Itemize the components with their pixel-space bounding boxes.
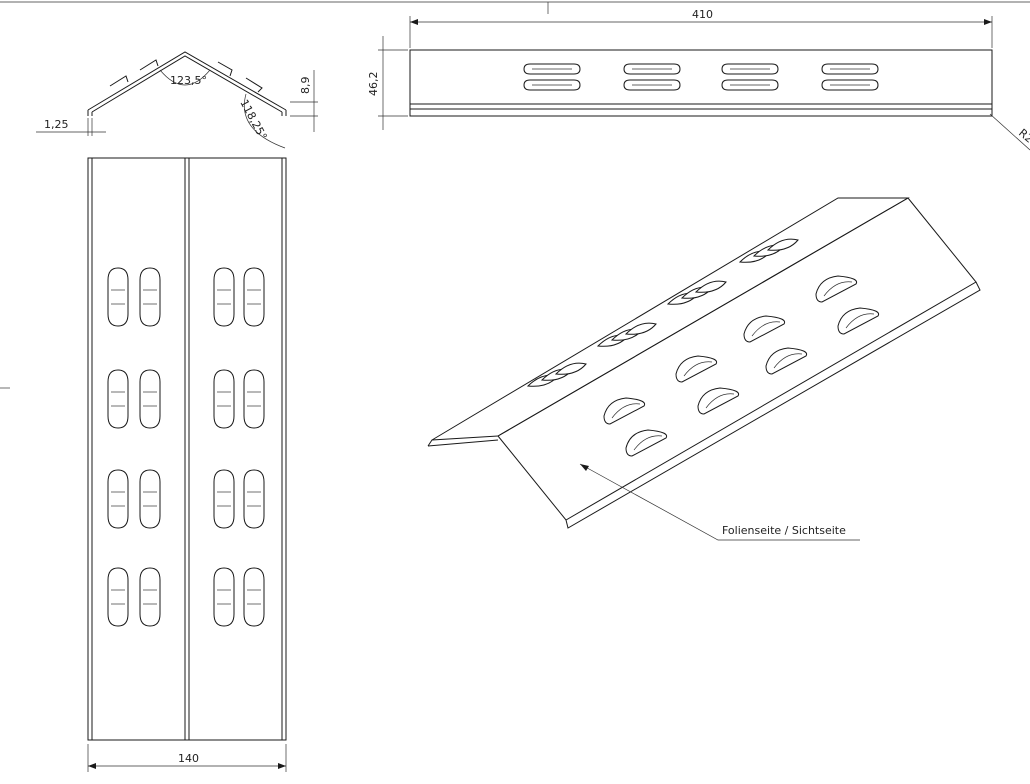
plan-vent [107, 369, 129, 429]
iso-louver [697, 387, 740, 415]
length-arrow-right [984, 19, 992, 25]
iso-view-vents [526, 238, 880, 457]
side-vent [821, 63, 879, 75]
iso-top-louver [694, 280, 727, 293]
side-height-dim [378, 36, 408, 130]
flange-angle-arc [244, 93, 286, 149]
side-view-vents [523, 63, 879, 91]
profile-louver-3 [217, 61, 233, 77]
side-vent [523, 63, 581, 75]
profile-flange-left [87, 110, 93, 116]
thickness-dim [36, 118, 106, 136]
iso-top-louver [766, 238, 799, 251]
iso-top-louver [624, 322, 657, 335]
iso-bottom-edge [565, 281, 981, 529]
visible-side-note: Folienseite / Sichtseite [722, 524, 846, 537]
flange-height-dim [290, 70, 318, 132]
iso-ridge-line [497, 197, 909, 437]
radius-label: R2 [1016, 126, 1030, 145]
iso-louver [625, 429, 668, 457]
side-vent [523, 79, 581, 91]
note-leader [579, 463, 860, 541]
side-vent [821, 79, 879, 91]
flange-angle-label: 118,25° [237, 97, 269, 142]
note-arrow [580, 464, 589, 471]
profile-louver-4 [245, 77, 263, 93]
flange-height-label: 8,9 [299, 77, 312, 95]
isometric-view: Folienseite / Sichtseite [427, 197, 981, 541]
profile-flange-right [281, 110, 287, 116]
side-vent [721, 63, 779, 75]
iso-louver [743, 315, 786, 343]
plan-vent [139, 567, 161, 627]
plan-vent [213, 469, 235, 529]
plan-vent [213, 567, 235, 627]
iso-louver [675, 355, 718, 383]
iso-louver [837, 307, 880, 335]
iso-top-louver [554, 362, 587, 375]
plan-vent [213, 369, 235, 429]
ridge-angle-arc [159, 69, 211, 86]
profile-louver-2 [139, 59, 159, 71]
plan-vent [139, 267, 161, 327]
iso-louver [815, 275, 858, 303]
width-dim [87, 744, 287, 772]
plan-view: 140 [87, 157, 287, 772]
side-vent [623, 79, 681, 91]
plan-vent [243, 469, 265, 529]
width-arrow-left [88, 763, 96, 769]
iso-louver [765, 347, 808, 375]
plan-vent [243, 369, 265, 429]
side-height-label: 46,2 [367, 72, 380, 97]
width-arrow-right [278, 763, 286, 769]
side-view: 410 46,2 R2 [0, 1, 1030, 151]
radius-leader [989, 113, 1030, 151]
plan-vent [107, 469, 129, 529]
plan-vent [243, 267, 265, 327]
plan-vent [139, 369, 161, 429]
side-view-outline [409, 49, 993, 117]
iso-ridge-top [431, 197, 910, 441]
iso-back-face [497, 197, 977, 521]
plan-vent [213, 267, 235, 327]
plan-vent [243, 567, 265, 627]
plan-vent [107, 567, 129, 627]
side-vent [721, 79, 779, 91]
iso-left-lip [427, 439, 499, 447]
iso-louver [603, 397, 646, 425]
thickness-label: 1,25 [44, 118, 69, 131]
plan-vent [107, 267, 129, 327]
plan-view-outline [87, 157, 287, 741]
length-label: 410 [692, 8, 713, 21]
width-label: 140 [178, 752, 199, 765]
ridge-angle-label: 123,5° [170, 74, 207, 87]
plan-view-vents [107, 267, 265, 627]
length-dim [409, 16, 993, 48]
cross-section-view: 123,5° 118,25° 8,9 1,25 [36, 51, 318, 149]
profile-louver-1 [109, 75, 129, 87]
length-arrow-left [410, 19, 418, 25]
profile-outline [87, 51, 287, 113]
side-vent [623, 63, 681, 75]
plan-vent [139, 469, 161, 529]
